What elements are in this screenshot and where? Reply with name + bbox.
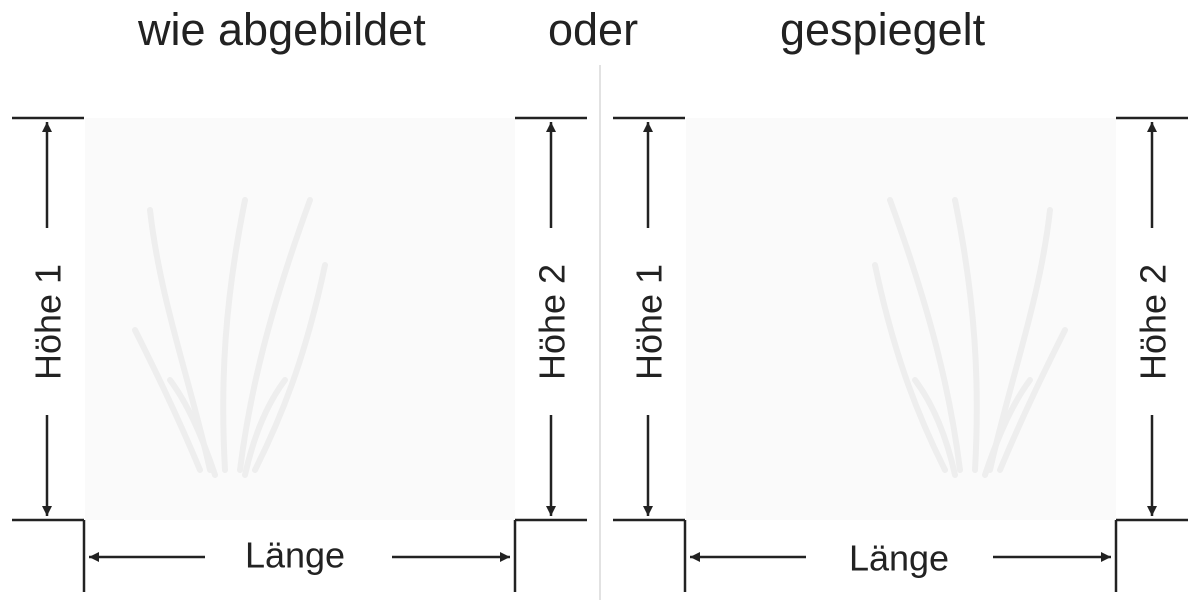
product-area — [85, 118, 515, 520]
height-1-label: Höhe 1 — [629, 264, 670, 380]
panel-mirrored: Höhe 1 Höhe 2 Länge — [613, 116, 1188, 592]
heading-mirrored: gespiegelt — [780, 4, 986, 55]
length-label: Länge — [245, 535, 345, 576]
panel-as-shown: Höhe 1 Höhe 2 Länge — [12, 116, 587, 592]
heading-or: oder — [548, 4, 639, 55]
length-label: Länge — [849, 538, 949, 579]
height-1-label: Höhe 1 — [28, 264, 69, 380]
plant-sketch — [872, 197, 1068, 478]
height-2-label: Höhe 2 — [1133, 264, 1174, 380]
plant-sketch — [132, 197, 328, 478]
heading-as-shown: wie abgebildet — [138, 4, 426, 55]
height-2-label: Höhe 2 — [532, 264, 573, 380]
product-area — [686, 118, 1116, 520]
